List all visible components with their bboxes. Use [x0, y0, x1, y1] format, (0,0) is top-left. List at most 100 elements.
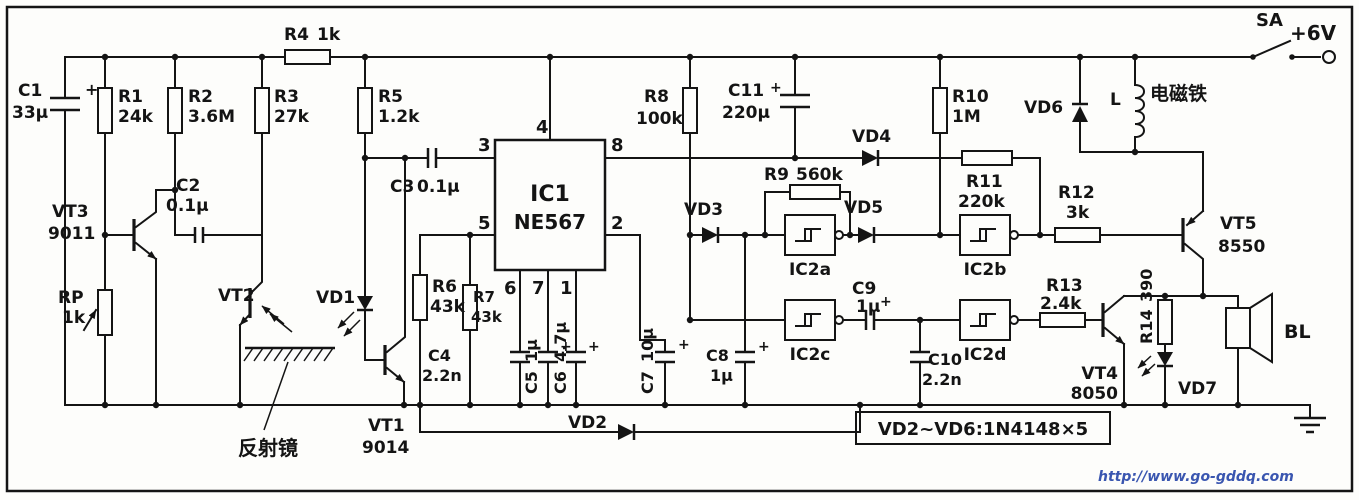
transistor-VT5: [1181, 209, 1205, 252]
label-R3-value: 27k: [274, 107, 310, 127]
resistor-R7: [462, 284, 478, 331]
label-VT1-ref: VT1: [368, 416, 405, 436]
label-RP-ref: RP: [58, 288, 84, 308]
mirror-symbol: [243, 346, 335, 431]
label-VD4-ref: VD4: [852, 127, 891, 147]
label-VD7-ref: VD7: [1178, 379, 1217, 399]
speaker-BL: [1225, 292, 1273, 364]
label-C11-value: 220μ: [722, 103, 770, 123]
label-R7-value: 43k: [471, 308, 503, 326]
label-C7-ref: C7: [638, 371, 657, 394]
label-VT3-ref: VT3: [52, 202, 89, 222]
label-pin5: 5: [478, 213, 491, 234]
resistor-R11: [961, 150, 1013, 166]
label-VD1-ref: VD1: [316, 288, 355, 308]
label-IC2b: IC2b: [964, 260, 1007, 280]
label-IC2d: IC2d: [964, 345, 1007, 365]
label-C6-plus: +: [588, 339, 600, 355]
potentiometer-RP: [82, 289, 113, 336]
label-C11-ref: C11: [728, 81, 764, 101]
label-C11-plus: +: [770, 80, 782, 96]
capacitor-C1: [50, 96, 80, 112]
label-R5-ref: R5: [378, 87, 403, 107]
label-C8-ref: C8: [706, 346, 729, 365]
note-text: VD2~VD6:1N4148×5: [878, 419, 1088, 440]
label-C7-plus: +: [678, 337, 690, 353]
label-IC2a: IC2a: [789, 260, 831, 280]
label-C2-ref: C2: [176, 176, 200, 196]
label-VD2-ref: VD2: [568, 413, 607, 433]
label-VT5-value: 8550: [1218, 237, 1265, 257]
page-border: [5, 5, 1354, 493]
transistor-VT4: [1101, 303, 1126, 346]
label-R1-value: 24k: [118, 107, 154, 127]
diode-VD2: [618, 424, 636, 440]
gate-IC2d: [959, 299, 1019, 341]
capacitor-C2: [193, 227, 205, 243]
label-R2-value: 3.6M: [188, 107, 235, 127]
label-R7-ref: R7: [473, 288, 495, 306]
capacitor-C4: [510, 350, 530, 364]
led-VD1: [337, 296, 373, 337]
label-R13-ref: R13: [1046, 276, 1083, 296]
capacitor-C7: [655, 350, 675, 364]
label-R11-ref: R11: [966, 172, 1003, 192]
label-C1-ref: C1: [18, 81, 42, 101]
label-C6-value: 4.7μ: [551, 322, 570, 362]
resistor-R10: [932, 87, 948, 134]
capacitor-C6: [566, 350, 586, 364]
label-R3-ref: R3: [274, 87, 299, 107]
label-C7-value: 10μ: [638, 328, 657, 362]
note-box: [855, 411, 1111, 445]
resistor-R13: [1039, 312, 1086, 328]
capacitor-C3: [426, 148, 438, 168]
label-IC2c: IC2c: [790, 345, 831, 365]
label-R9-value: 560k: [796, 165, 843, 185]
led-VD7: [1137, 352, 1173, 377]
label-C3-value: 0.1μ: [417, 177, 460, 197]
resistor-R2: [167, 87, 183, 134]
label-R9-ref: R9: [764, 165, 789, 185]
label-C8-value: 1μ: [710, 366, 733, 385]
label-VT5-ref: VT5: [1220, 214, 1257, 234]
ground-symbol: [1294, 404, 1326, 434]
phototransistor-VT2: [238, 288, 293, 333]
transistor-VT1: [383, 345, 406, 384]
gate-IC2b: [959, 214, 1019, 256]
supply-terminal: [1322, 50, 1336, 64]
label-C9-value: 1μ: [856, 297, 880, 317]
label-supply: +6V: [1290, 21, 1337, 45]
diode-VD4: [862, 150, 880, 166]
label-R14-ref: R14: [1137, 309, 1156, 344]
resistor-R5: [357, 87, 373, 134]
label-R13-value: 2.4k: [1040, 294, 1082, 314]
label-R8-ref: R8: [644, 87, 669, 107]
label-pin7: 7: [532, 278, 545, 299]
label-mirror: 反射镜: [238, 436, 298, 460]
label-R11-value: 220k: [958, 192, 1005, 212]
label-electromagnet: 电磁铁: [1150, 82, 1207, 105]
label-C3-ref: C3: [390, 177, 414, 197]
label-R6-value: 43k: [430, 297, 466, 317]
label-R10-ref: R10: [952, 87, 989, 107]
label-L-ref: L: [1110, 90, 1121, 110]
resistor-R1: [97, 87, 113, 134]
label-VT1-value: 9014: [362, 438, 409, 458]
label-VT2-ref: VT2: [218, 286, 255, 306]
gate-IC2a: [784, 214, 844, 256]
label-pin1: 1: [560, 278, 573, 299]
resistor-R3: [254, 87, 270, 134]
label-VT4-ref: VT4: [1081, 364, 1118, 384]
switch-SA: [1250, 39, 1295, 60]
label-C5-value: 1μ: [522, 339, 541, 362]
label-R12-value: 3k: [1066, 203, 1090, 223]
label-C10-value: 2.2n: [922, 370, 962, 389]
label-VD6-ref: VD6: [1024, 98, 1063, 118]
label-pin2: 2: [611, 213, 624, 234]
label-C9-ref: C9: [852, 279, 876, 299]
resistor-R4: [284, 49, 331, 65]
capacitor-C10: [910, 350, 930, 364]
junction-dots: [101, 53, 1242, 409]
label-C8-plus: +: [758, 339, 770, 355]
ic1-box: [493, 138, 607, 272]
